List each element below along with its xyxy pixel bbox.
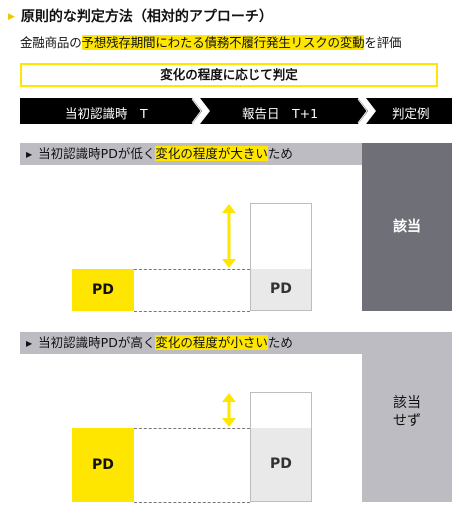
double-arrow-icon xyxy=(222,204,236,268)
dashed-line xyxy=(134,311,250,312)
scenario-top-banner: ▶当初認識時PDが低く変化の程度が大きいため xyxy=(20,143,363,165)
timeline-step-judge: 判定例 xyxy=(392,106,430,121)
timeline-step-initial: 当初認識時 T xyxy=(65,106,148,121)
scenario-top-result: 該当 xyxy=(362,143,452,311)
scenario-bottom-pd-report: PD xyxy=(251,428,311,501)
judge-label-box: 変化の程度に応じて判定 xyxy=(20,63,438,87)
scenario-bottom-result: 該当 せず xyxy=(362,332,452,502)
timeline-step-report: 報告日 T+1 xyxy=(242,106,319,121)
scenario-top-pd-initial: PD xyxy=(72,269,134,311)
dashed-line xyxy=(134,502,250,503)
scenario-bottom-banner: ▶当初認識時PDが高く変化の程度が小さいため xyxy=(20,332,363,354)
subtitle: 金融商品の予想残存期間にわたる債務不履行発生リスクの変動を評価 xyxy=(20,35,402,50)
timeline: 当初認識時 T 報告日 T+1 判定例 xyxy=(20,98,452,124)
triangle-bullet-icon: ▶ xyxy=(26,339,33,348)
triangle-bullet-icon: ▶ xyxy=(8,12,15,22)
timeline-arrows-icon xyxy=(20,98,452,124)
scenario-top-pd-report: PD xyxy=(251,269,311,310)
dashed-line xyxy=(134,428,250,429)
triangle-bullet-icon: ▶ xyxy=(26,150,33,159)
scenario-bottom-pd-initial: PD xyxy=(72,428,134,502)
page-title: ▶原則的な判定方法（相対的アプローチ） xyxy=(8,9,273,25)
double-arrow-icon xyxy=(222,393,236,427)
subtitle-highlight: 予想残存期間にわたる債務不履行発生リスクの変動 xyxy=(81,35,365,50)
dashed-line xyxy=(134,269,250,270)
